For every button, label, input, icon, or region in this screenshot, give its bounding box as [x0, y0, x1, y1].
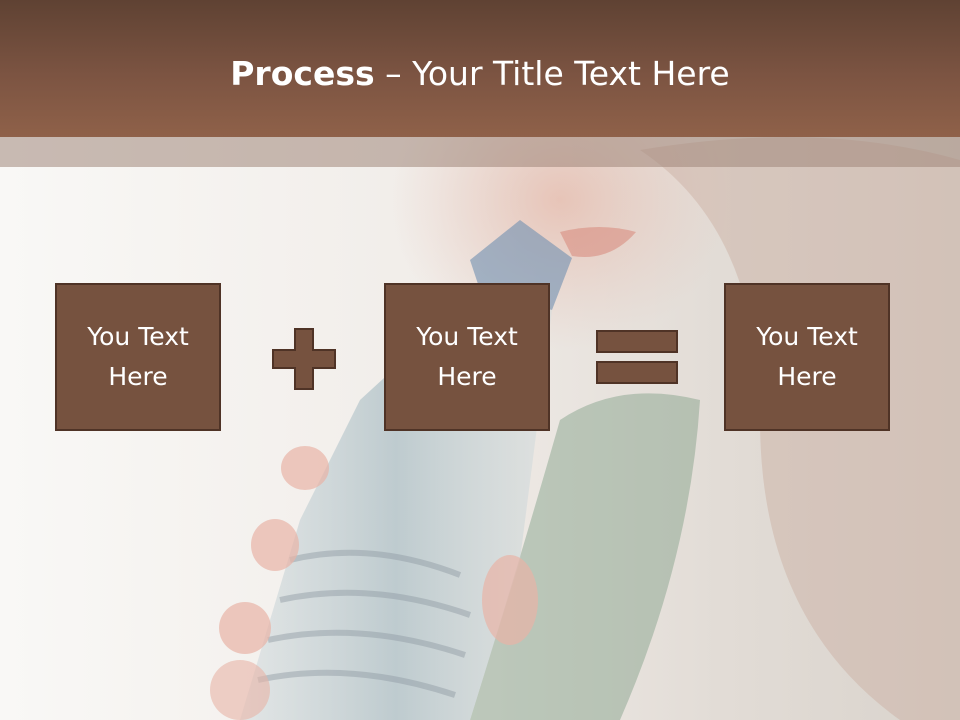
title-separator: –: [374, 54, 413, 93]
box-3-line-1: You Text: [756, 322, 858, 351]
plus-icon: [272, 328, 336, 390]
title-rest: Your Title Text Here: [412, 54, 730, 93]
box-3-line-2: Here: [777, 362, 837, 391]
title-strip: [0, 137, 960, 167]
box-1-line-2: Here: [108, 362, 168, 391]
title-bold: Process: [230, 54, 375, 93]
box-2-line-1: You Text: [416, 322, 518, 351]
equals-icon: [596, 330, 678, 384]
slide-title: Process – Your Title Text Here: [0, 52, 960, 96]
title-bar: [0, 0, 960, 137]
box-1-line-1: You Text: [87, 322, 189, 351]
box-2-line-2: Here: [437, 362, 497, 391]
